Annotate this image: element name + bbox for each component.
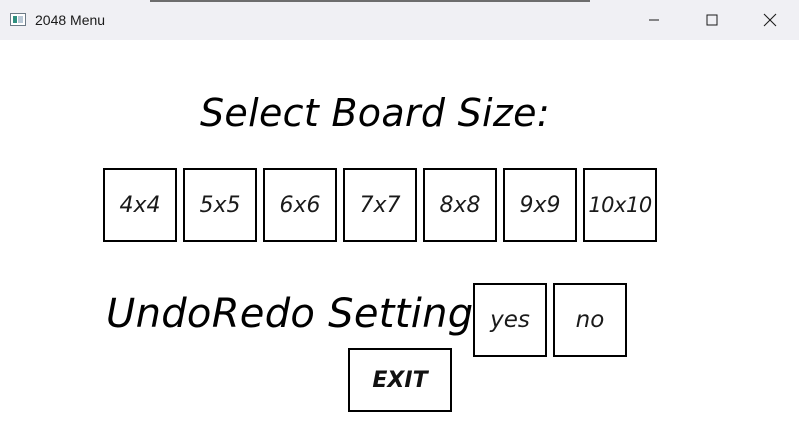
board-size-7x7-button[interactable]: 7x7 [343, 168, 417, 242]
app-window-icon [10, 13, 26, 26]
maximize-button[interactable] [683, 0, 741, 40]
board-size-8x8-button[interactable]: 8x8 [423, 168, 497, 242]
title-bar[interactable]: 2048 Menu [0, 0, 799, 40]
board-size-9x9-button[interactable]: 9x9 [503, 168, 577, 242]
board-size-10x10-button[interactable]: 10x10 [583, 168, 657, 242]
undo-redo-heading: UndoRedo Setting: [106, 291, 488, 337]
board-size-4x4-button[interactable]: 4x4 [103, 168, 177, 242]
minimize-icon [649, 19, 659, 21]
close-button[interactable] [741, 0, 799, 40]
maximize-icon [706, 14, 718, 26]
board-size-6x6-button[interactable]: 6x6 [263, 168, 337, 242]
board-size-5x5-button[interactable]: 5x5 [183, 168, 257, 242]
undo-redo-yes-button[interactable]: yes [473, 283, 547, 357]
undo-redo-no-button[interactable]: no [553, 283, 627, 357]
minimize-button[interactable] [625, 0, 683, 40]
board-size-heading: Select Board Size: [200, 91, 550, 135]
window-title: 2048 Menu [35, 12, 106, 28]
close-icon [763, 13, 777, 27]
top-edge-strip [150, 0, 590, 2]
exit-button[interactable]: EXIT [348, 348, 452, 412]
